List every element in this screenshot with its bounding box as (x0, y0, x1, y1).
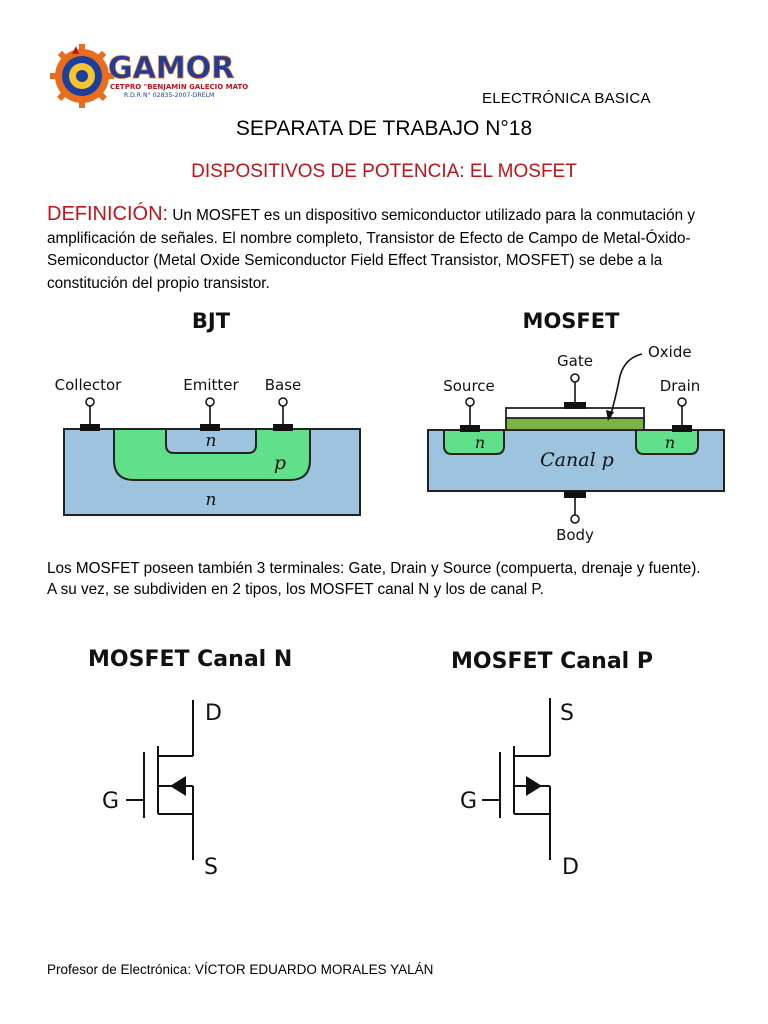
n-channel-title: MOSFET Canal N (88, 647, 292, 672)
mosfet-n-right-label: n (665, 433, 675, 452)
p-channel-arrow-icon (526, 776, 542, 796)
bjt-n-top-label: n (206, 431, 217, 451)
bjt-emitter-label: Emitter (183, 376, 239, 394)
logo-institution: CETPRO "BENJAMÍN GALECIO MATOS" (110, 82, 248, 91)
mosfet-gate-label: Gate (557, 352, 593, 370)
logo-resolution: R.D.R N° 02835-2007-DRELM (124, 91, 214, 99)
bjt-n-emitter-region (165, 428, 257, 454)
body-paragraph-2: A su vez, se subdividen en 2 tipos, los … (47, 580, 544, 598)
page-subtitle: DISPOSITIVOS DE POTENCIA: EL MOSFET (191, 161, 577, 182)
course-subject: ELECTRÓNICA BASICA (482, 90, 651, 107)
p-channel-title: MOSFET Canal P (451, 649, 653, 674)
mosfet-drain-label: Drain (660, 377, 701, 395)
mosfet-p-channel-symbol: MOSFET Canal P S G D (451, 649, 653, 880)
n-channel-source-label: S (204, 855, 218, 880)
mosfet-source-label: Source (443, 377, 495, 395)
n-channel-drain-label: D (205, 701, 222, 726)
bjt-n-bottom-label: n (206, 490, 217, 510)
bjt-p-label: p (274, 452, 286, 474)
mosfet-n-drain-region (635, 429, 699, 455)
bjt-diagram: BJT Collector Emitter Base n p n (55, 309, 361, 516)
mosfet-canal-label: Canal p (540, 449, 614, 471)
mosfet-gate-metal (505, 417, 645, 431)
page-title: SEPARATA DE TRABAJO N°18 (235, 117, 533, 140)
definition-text: Un MOSFET es un dispositivo semiconducto… (47, 207, 695, 292)
p-channel-drain-label: D (562, 855, 579, 880)
page-footer: Profesor de Electrónica: VÍCTOR EDUARDO … (47, 962, 434, 977)
n-channel-arrow-icon (170, 776, 186, 796)
mosfet-terminals-text: Los MOSFET poseen también 3 terminales: … (47, 559, 722, 600)
mosfet-n-source-region (443, 429, 505, 455)
mosfet-oxide-label: Oxide (648, 343, 692, 361)
definition-term: DEFINICIÓN: (47, 203, 169, 225)
bjt-p-region (113, 428, 311, 481)
definition-paragraph: DEFINICIÓN: Un MOSFET es un dispositivo … (47, 203, 727, 295)
mosfet-structure-diagram: MOSFET Gate Oxide Source Drain n n Canal… (427, 309, 725, 544)
bjt-base-label: Base (265, 376, 302, 394)
p-channel-gate-label: G (460, 789, 477, 814)
mosfet-n-channel-symbol: MOSFET Canal N D G S (88, 647, 292, 880)
logo-wordmark: GAMOR (108, 51, 234, 86)
p-channel-source-label: S (560, 701, 574, 726)
gamor-logo: GAMOR CETPRO "BENJAMÍN GALECIO MATOS" R.… (50, 44, 248, 108)
bjt-title: BJT (192, 309, 231, 333)
mosfet-body-label: Body (556, 526, 594, 544)
body-paragraph-1: Los MOSFET poseen también 3 terminales: … (47, 560, 701, 577)
gear-emblem-icon (50, 44, 114, 108)
mosfet-title: MOSFET (523, 309, 621, 333)
n-channel-gate-label: G (102, 789, 119, 814)
mosfet-n-left-label: n (475, 433, 485, 452)
bjt-collector-label: Collector (55, 376, 123, 394)
